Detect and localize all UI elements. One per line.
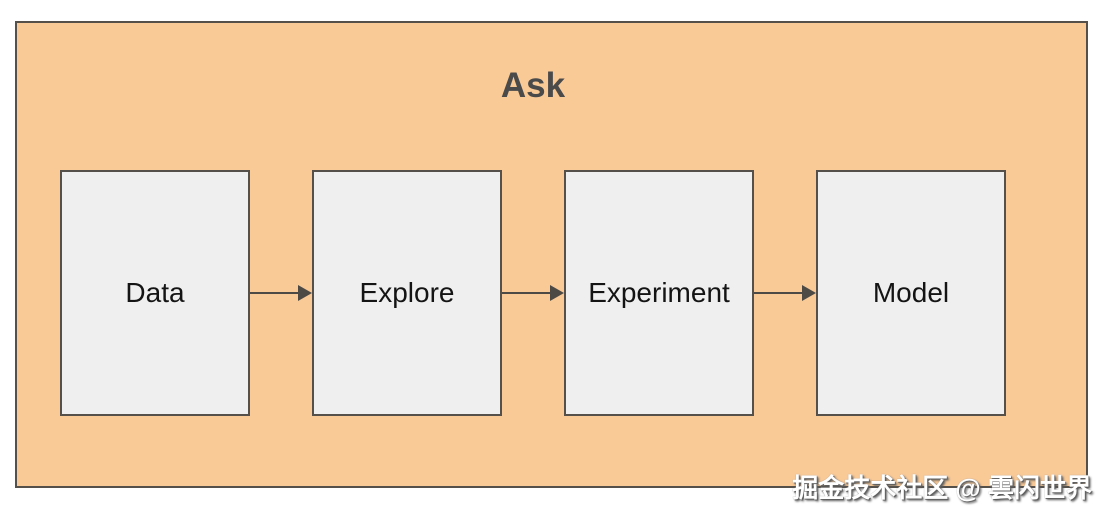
connector-data-to-explore	[250, 283, 312, 303]
arrow-right-icon	[550, 285, 564, 301]
node-data: Data	[60, 170, 250, 416]
ask-group-container: Ask Data Explore Experiment Model	[15, 21, 1088, 488]
node-data-label: Data	[125, 277, 185, 308]
node-explore: Explore	[312, 170, 502, 416]
arrow-right-icon	[298, 285, 312, 301]
connector-line	[754, 292, 804, 294]
connector-explore-to-experiment	[502, 283, 564, 303]
watermark: 掘金技术社区 @ 雲闪世界	[792, 473, 1092, 503]
diagram-title: Ask	[500, 66, 566, 105]
node-experiment: Experiment	[564, 170, 754, 416]
connector-line	[250, 292, 300, 294]
node-model: Model	[816, 170, 1006, 416]
node-experiment-label: Experiment	[588, 277, 730, 308]
connector-experiment-to-model	[754, 283, 816, 303]
arrow-right-icon	[802, 285, 816, 301]
connector-line	[502, 292, 552, 294]
node-explore-label: Explore	[359, 277, 455, 308]
node-model-label: Model	[872, 277, 950, 308]
